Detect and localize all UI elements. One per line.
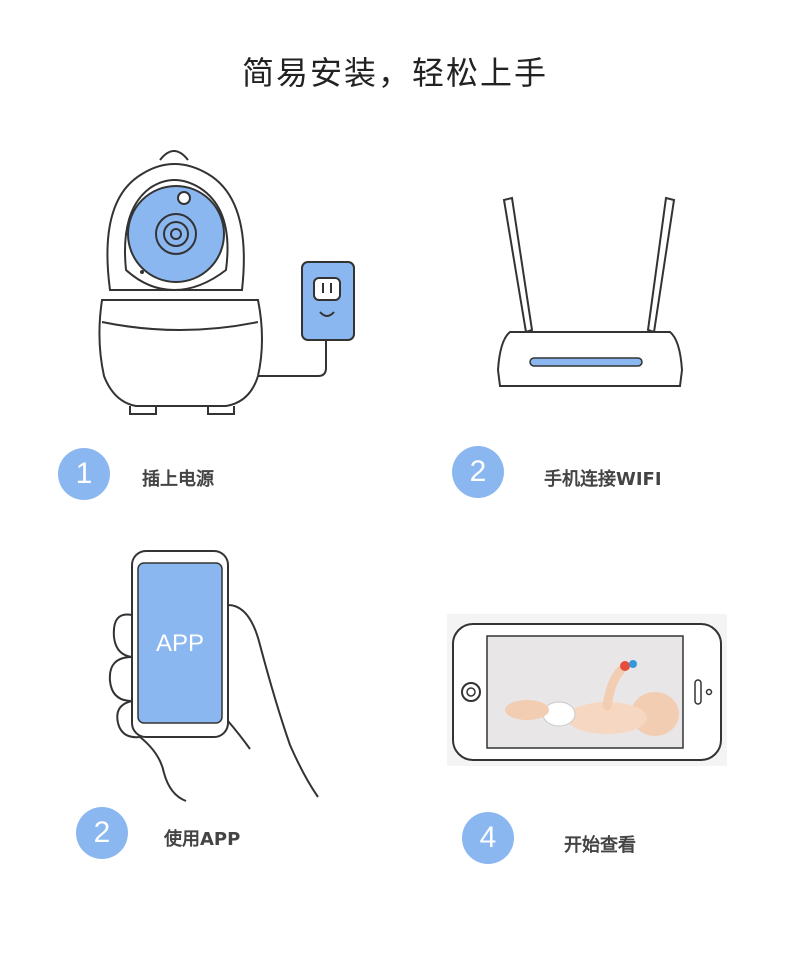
step-2-label: 手机连接WIFI — [544, 469, 662, 490]
phone-baby-icon — [447, 614, 727, 766]
phone-hand-icon: APP — [108, 550, 319, 802]
router-icon — [496, 196, 684, 387]
step-4-label: 开始查看 — [564, 835, 636, 856]
step-1-label: 插上电源 — [142, 469, 214, 490]
page-title: 简易安装，轻松上手 — [241, 54, 548, 92]
camera-plug-icon — [98, 150, 355, 415]
step-4-badge: 4 — [462, 812, 514, 864]
step-3-label: 使用APP — [164, 829, 241, 850]
app-screen-text: APP — [156, 630, 204, 657]
step-3-badge: 2 — [76, 807, 128, 859]
step-1-badge: 1 — [58, 448, 110, 500]
step-2-badge: 2 — [452, 446, 504, 498]
